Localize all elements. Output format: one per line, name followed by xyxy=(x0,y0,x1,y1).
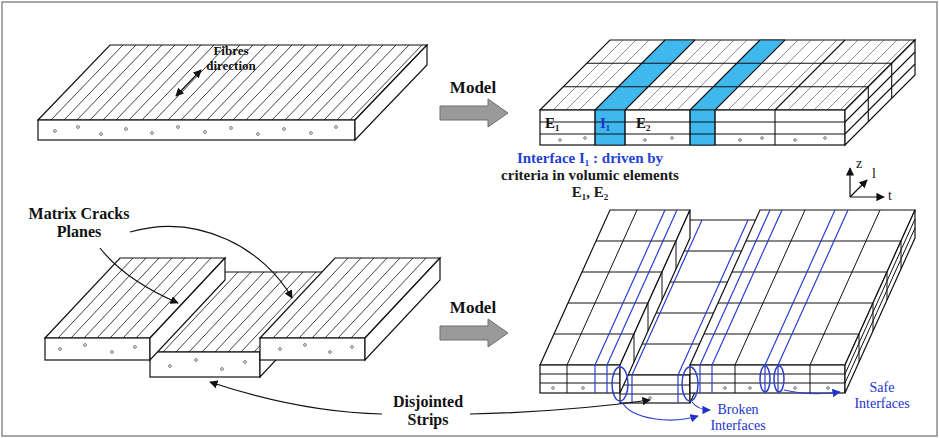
model-arrow-label: Model xyxy=(436,78,510,97)
axis-label: t xyxy=(888,188,900,204)
annotation-label: Matrix Cracks Planes xyxy=(12,205,146,241)
interface-label: I₁ xyxy=(600,115,624,132)
interface-note: Interface I₁ : driven by criteria in vol… xyxy=(500,150,680,200)
model-arrow-label: Model xyxy=(436,298,510,317)
cracked-ply xyxy=(45,258,440,377)
axis-label: z xyxy=(856,156,870,172)
leader-arrows xyxy=(100,227,840,420)
fibre-direction-label: Fibres direction xyxy=(196,44,266,73)
unidirectional-ply xyxy=(38,45,427,140)
annotation-label: Disjointed Strips xyxy=(378,393,478,429)
axis-label: l xyxy=(872,166,884,182)
annotation-label: Safe Interfaces xyxy=(842,380,922,411)
element-label: E₂ xyxy=(636,115,666,132)
interface-mesh xyxy=(540,40,915,145)
element-label: E₁ xyxy=(545,115,575,132)
annotation-label: Broken Interfaces xyxy=(700,402,776,433)
axis-triad xyxy=(850,168,884,197)
broken-interface-mesh xyxy=(540,210,915,403)
